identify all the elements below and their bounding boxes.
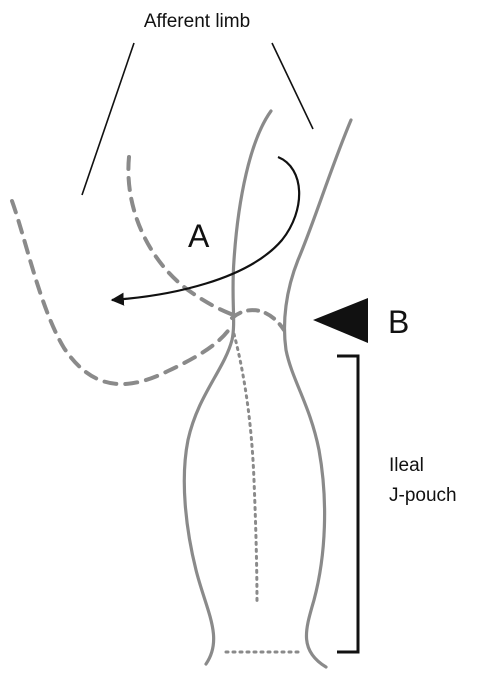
j-pouch-label: J-pouch [389, 485, 457, 506]
pouch-right-wall [285, 120, 352, 667]
ileal-label: Ileal [389, 455, 424, 476]
label-b: B [388, 304, 409, 340]
pouch-septum-dotted [234, 334, 257, 605]
afferent-limb-label: Afferent limb [144, 11, 250, 32]
afferent-limb-leader-right [272, 43, 313, 129]
pointer-b-triangle [313, 298, 368, 343]
afferent-limb-leader-left [82, 43, 134, 195]
afferent-limb-inner-dashed [128, 157, 236, 316]
pouch-left-wall [184, 111, 271, 664]
j-pouch-bracket [337, 356, 358, 652]
label-a: A [188, 218, 210, 254]
afferent-limb-arch-dashed [232, 310, 284, 330]
